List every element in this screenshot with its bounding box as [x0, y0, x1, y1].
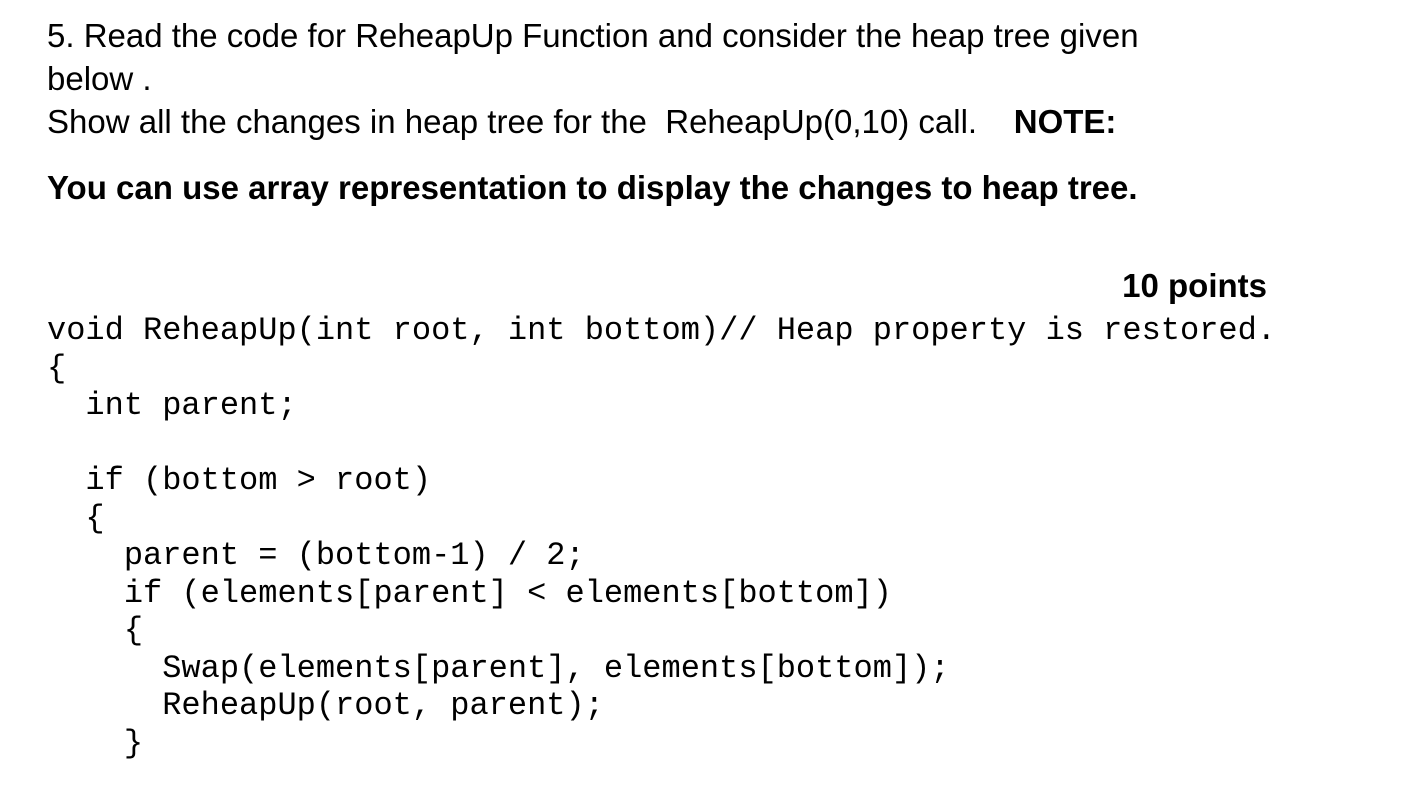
points-label: 10 points — [1122, 267, 1267, 304]
code-block: void ReheapUp(int root, int bottom)// He… — [47, 312, 1276, 762]
question-line-3: Show all the changes in heap tree for th… — [47, 100, 1412, 143]
question-line-2: below . — [47, 60, 152, 97]
instruction-bold-line: You can use array representation to disp… — [47, 169, 1138, 206]
question-line-3-text: Show all the changes in heap tree for th… — [47, 103, 1014, 140]
question-block: 5. Read the code for ReheapUp Function a… — [47, 17, 1412, 762]
note-label: NOTE: — [1013, 103, 1117, 140]
question-line-1: 5. Read the code for ReheapUp Function a… — [47, 17, 1139, 54]
